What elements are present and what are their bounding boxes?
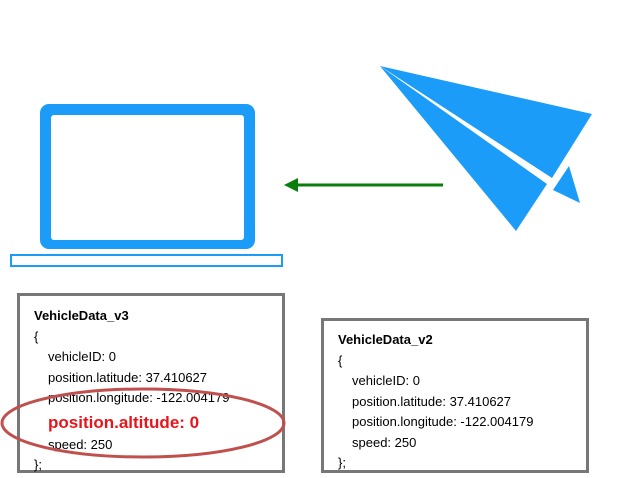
field-latitude: position.latitude: 37.410627 (352, 393, 512, 409)
field-vehicle-id: vehicleID: 0 (352, 373, 420, 388)
vehicle-data-v3-box: VehicleData_v3 { vehicleID: 0 position.l… (17, 293, 285, 473)
field-longitude: position.longitude: -122.004179 (352, 414, 534, 429)
laptop-icon (10, 104, 283, 267)
box-title: VehicleData_v2 (338, 332, 433, 347)
close-brace: }; (34, 457, 42, 472)
field-altitude-highlighted: position.altitude: 0 (48, 412, 200, 432)
close-brace: }; (338, 455, 346, 470)
field-latitude: position.latitude: 37.410627 (48, 369, 208, 385)
vehicle-data-v2-box: VehicleData_v2 { vehicleID: 0 position.l… (321, 318, 589, 473)
arrow-left-icon (284, 178, 443, 192)
field-vehicle-id: vehicleID: 0 (48, 349, 116, 364)
open-brace: { (34, 328, 39, 344)
open-brace: { (338, 352, 343, 368)
field-longitude: position.longitude: -122.004179 (48, 390, 230, 405)
box-title: VehicleData_v3 (34, 308, 129, 323)
paper-plane-icon (380, 66, 592, 231)
field-speed: speed: 250 (352, 434, 417, 450)
field-speed: speed: 250 (48, 436, 113, 452)
